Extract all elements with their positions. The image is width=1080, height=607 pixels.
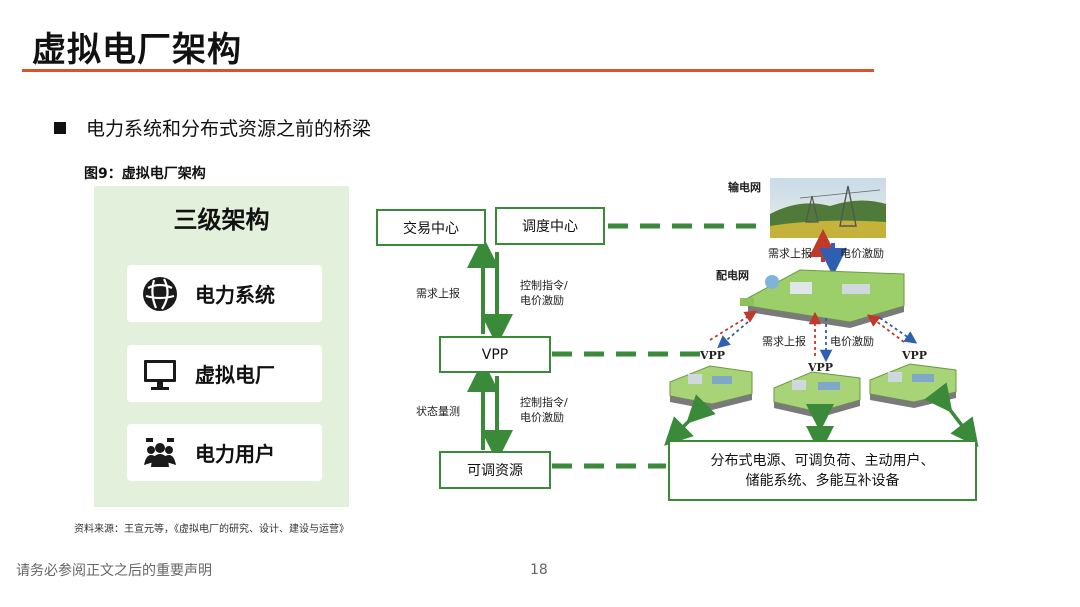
label-price-incentive-vpp: 电价激励 xyxy=(830,334,874,349)
page-number: 18 xyxy=(530,562,548,578)
label-vpp-left: VPP xyxy=(700,348,725,363)
resources-line-2: 储能系统、多能互补设备 xyxy=(746,471,900,491)
label-control-1a: 控制指令/ xyxy=(520,278,568,293)
label-vpp-right: VPP xyxy=(902,348,927,363)
label-vpp-center: VPP xyxy=(808,360,833,375)
resources-line-1: 分布式电源、可调负荷、主动用户、 xyxy=(711,451,935,471)
adjustable-resources-box: 可调资源 xyxy=(439,451,551,489)
distribution-network-image xyxy=(740,270,904,328)
label-transmission-grid: 输电网 xyxy=(728,180,761,195)
label-distribution-grid: 配电网 xyxy=(716,268,749,283)
distributed-resources-box: 分布式电源、可调负荷、主动用户、 储能系统、多能互补设备 xyxy=(668,440,977,501)
transmission-grid-image xyxy=(770,178,886,238)
label-demand-report: 需求上报 xyxy=(416,286,460,301)
label-demand-report-grid: 需求上报 xyxy=(768,246,812,261)
vpp-box: VPP xyxy=(439,336,551,373)
trade-center-box: 交易中心 xyxy=(376,209,486,246)
vpp-site-right-image xyxy=(870,364,956,408)
label-control-1b: 电价激励 xyxy=(520,293,564,308)
vpp-site-left-image xyxy=(670,366,752,410)
label-demand-report-vpp: 需求上报 xyxy=(762,334,806,349)
label-control-2a: 控制指令/ xyxy=(520,395,568,410)
disclaimer-text: 请务必参阅正文之后的重要声明 xyxy=(16,560,212,580)
label-status-measure: 状态量测 xyxy=(416,404,460,419)
dispatch-center-box: 调度中心 xyxy=(495,207,605,245)
vpp-site-center-image xyxy=(774,372,860,418)
label-price-incentive-grid: 电价激励 xyxy=(840,246,884,261)
label-control-2b: 电价激励 xyxy=(520,410,564,425)
arrow-vpp-right-resources xyxy=(944,402,970,436)
arrow-vpp-left-resources xyxy=(674,414,696,436)
source-note: 资料来源：王宣元等，《虚拟电厂的研究、设计、建设与运营》 xyxy=(74,520,349,535)
